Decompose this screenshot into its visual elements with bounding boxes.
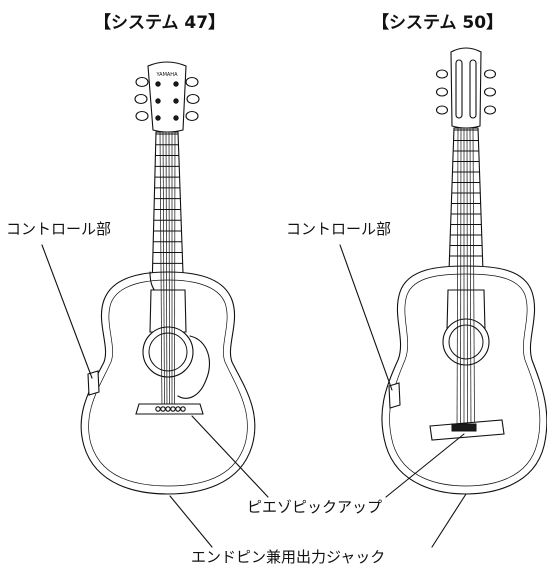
- label-piezo-pickup: ピエゾピックアップ: [247, 498, 383, 516]
- leader-endpin-left: [169, 495, 213, 548]
- guitar-system-47: YAMAHA: [80, 61, 256, 495]
- bridge-pins-left: [155, 406, 186, 412]
- strings-right: [456, 127, 475, 433]
- headstock-left: [147, 61, 187, 133]
- label-endpin-jack: エンドピン兼用出力ジャック: [191, 548, 386, 566]
- title-system-50: 【システム 50】: [372, 13, 504, 33]
- leader-lines: [41, 244, 467, 548]
- control-panel-left: [87, 370, 100, 396]
- leader-control-right: [339, 244, 393, 391]
- leader-endpin-right: [431, 493, 467, 548]
- leader-piezo-left: [191, 415, 269, 498]
- strings-left: [159, 131, 176, 411]
- tuning-pegs-left: [134, 76, 200, 122]
- leader-piezo-right: [385, 433, 465, 498]
- label-control-left: コントロール部: [6, 220, 112, 238]
- pickguard-left: [177, 335, 210, 399]
- headstock-brand-left: YAMAHA: [155, 72, 178, 78]
- title-system-47: 【システム 47】: [94, 13, 226, 33]
- leader-control-left: [41, 244, 93, 379]
- tuning-pegs-right: [435, 69, 497, 115]
- guitar-system-50: [381, 47, 547, 495]
- body-left: [80, 271, 256, 495]
- label-control-right: コントロール部: [286, 220, 392, 238]
